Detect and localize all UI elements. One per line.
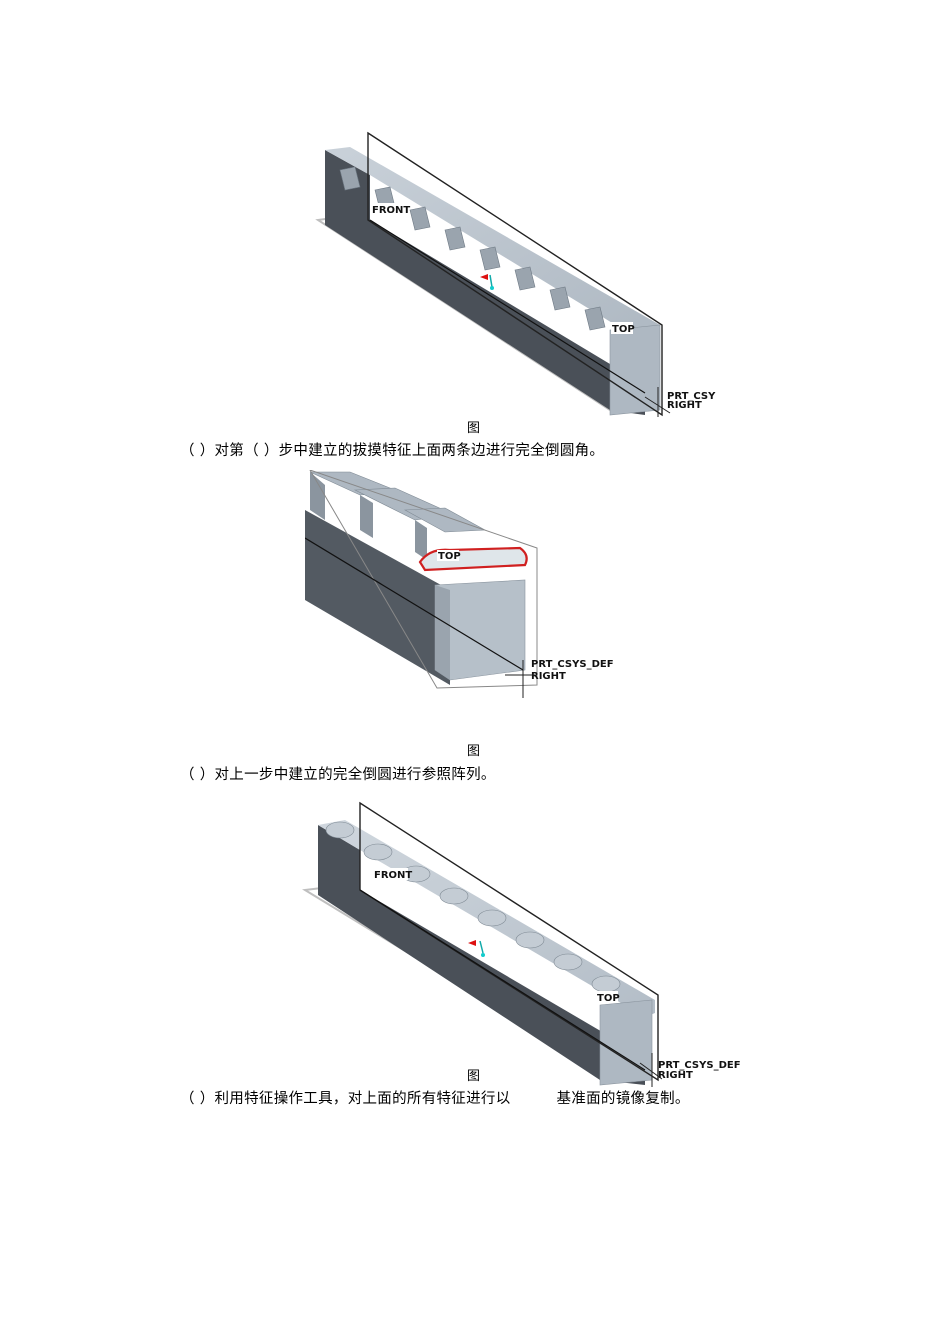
front-plane-label: FRONT xyxy=(372,205,410,216)
step-pattern-text: （ ）对上一步中建立的完全倒圆进行参照阵列。 xyxy=(180,767,496,783)
figure-3-caption: 图 xyxy=(467,1069,481,1084)
top-plane-label: TOP xyxy=(438,551,461,562)
step-mirror-text: （ ）利用特征操作工具，对上面的所有特征进行以 基准面的镜像复制。 xyxy=(180,1089,690,1109)
csys-label: PRT_CSY xyxy=(667,391,716,402)
figure-1-caption: 图 xyxy=(467,421,481,436)
step-mirror-text-before: （ ）利用特征操作工具，对上面的所有特征进行以 xyxy=(180,1091,511,1107)
top-plane-label: TOP xyxy=(597,993,620,1004)
figure-2-caption: 图 xyxy=(467,744,481,759)
rack-patterned-image: FRONT TOP PRT_CSYS_DEF RIGHT xyxy=(302,801,740,1087)
csys-label: PRT_CSYS_DEF xyxy=(531,659,614,670)
rack-closeup-image: TOP PRT_CSYS_DEF RIGHT xyxy=(305,470,614,698)
csys-label: PRT_CSYS_DEF xyxy=(658,1060,740,1071)
step-mirror-text-after: 基准面的镜像复制。 xyxy=(556,1091,690,1107)
front-plane-label: FRONT xyxy=(374,870,412,881)
right-plane-label: RIGHT xyxy=(658,1070,693,1081)
figure-1-rack-draft: FRONT TOP PRT_CSY RIGHT xyxy=(300,125,730,425)
right-plane-label: RIGHT xyxy=(667,400,702,411)
top-plane-label: TOP xyxy=(612,324,635,335)
figure-2-round-edges: TOP PRT_CSYS_DEF RIGHT xyxy=(305,470,625,700)
figure-3-rack-pattern: FRONT TOP PRT_CSYS_DEF RIGHT xyxy=(300,795,740,1090)
rack-model-image: FRONT TOP PRT_CSY RIGHT xyxy=(315,131,716,417)
step-fillet-text: （ ）对第（ ）步中建立的拔摸特征上面两条边进行完全倒圆角。 xyxy=(180,443,605,459)
right-plane-label: RIGHT xyxy=(531,671,566,682)
